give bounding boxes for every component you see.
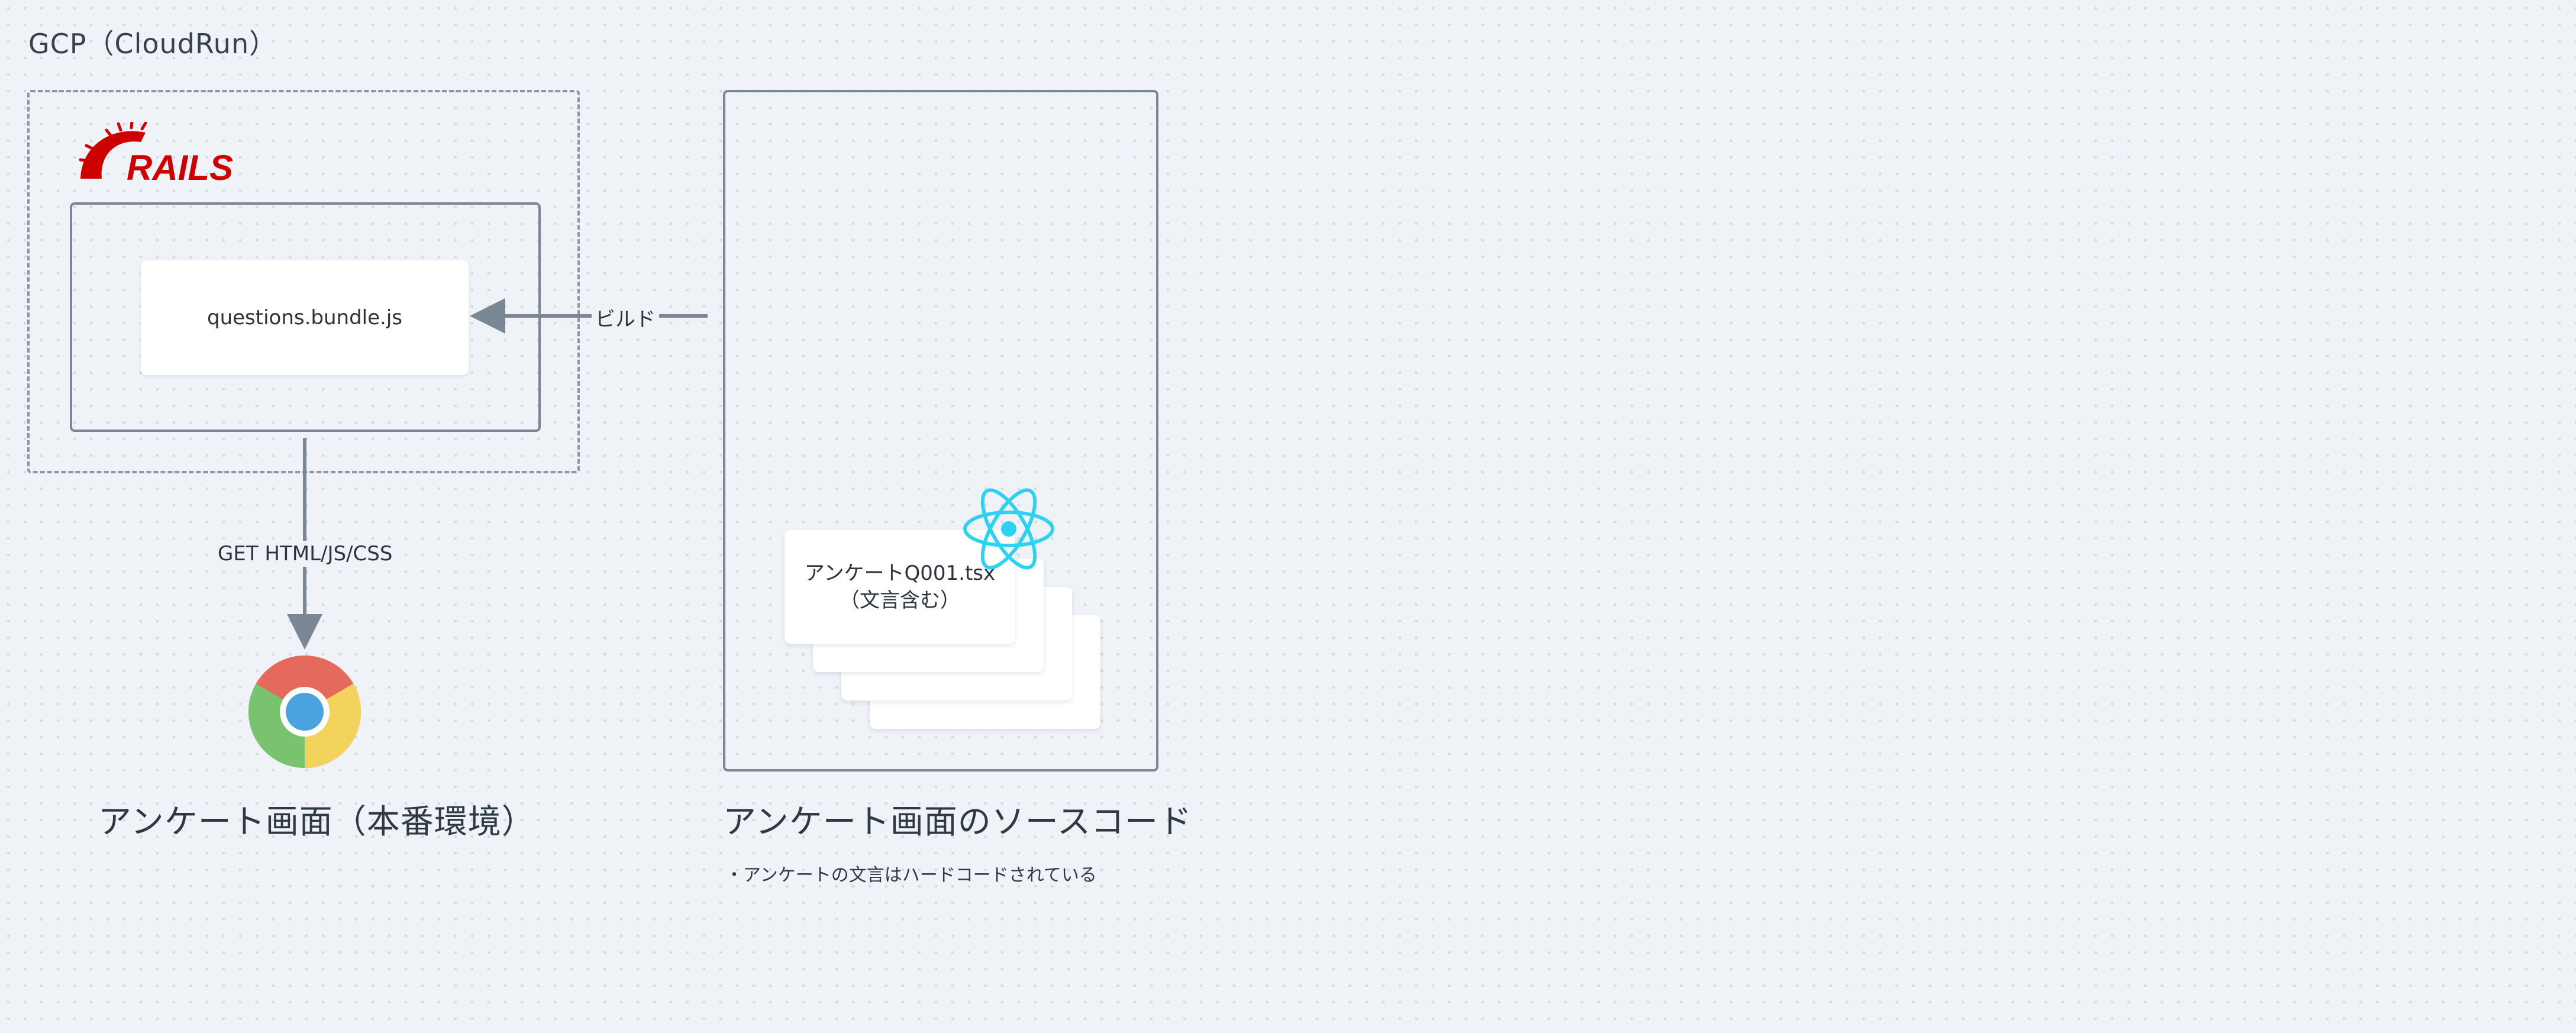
source-file-note: （文言含む） xyxy=(840,589,960,612)
source-file-card: アンケートQ001.tsx （文言含む） xyxy=(785,530,1015,644)
source-code-box xyxy=(723,90,1158,771)
rails-logo: RAILS xyxy=(79,122,233,185)
react-logo xyxy=(963,488,1054,570)
frame-title: GCP（CloudRun） xyxy=(28,28,277,60)
build-edge-label: ビルド xyxy=(592,302,659,333)
rails-logo-text: RAILS xyxy=(127,148,233,185)
source-caption: アンケート画面のソースコード xyxy=(723,803,1192,841)
chrome-logo xyxy=(248,655,361,768)
browser-caption: アンケート画面（本番環境） xyxy=(98,803,535,841)
bundle-file-card: questions.bundle.js xyxy=(141,260,469,375)
bundle-file-name: questions.bundle.js xyxy=(206,306,402,330)
source-file-name: アンケートQ001.tsx xyxy=(804,561,996,585)
get-edge-label: GET HTML/JS/CSS xyxy=(214,541,396,567)
source-note: ・アンケートの文言はハードコードされている xyxy=(725,865,1097,886)
